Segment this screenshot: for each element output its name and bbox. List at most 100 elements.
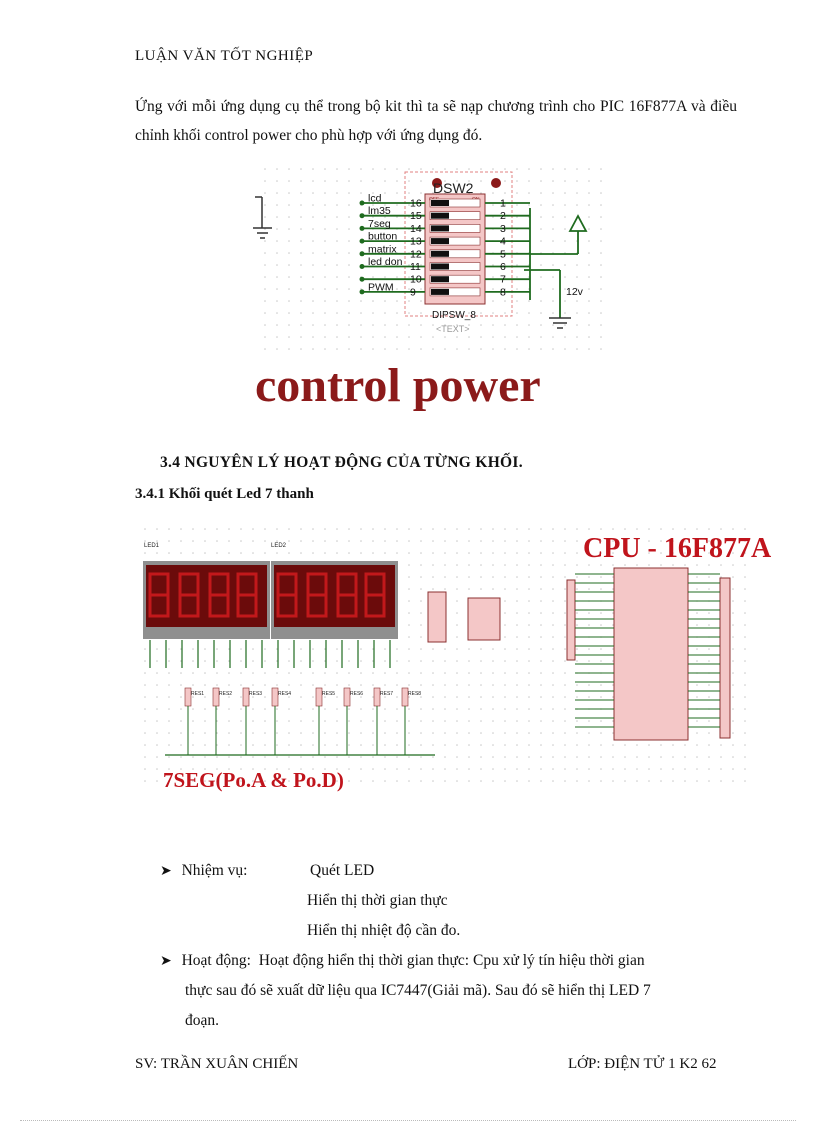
resistor-label: RES4: [278, 691, 291, 697]
resistor-label: RES8: [408, 691, 421, 697]
switch-toggle: [431, 238, 449, 245]
pin-junction: [359, 225, 365, 231]
component-outline: [404, 171, 513, 317]
pin-junction: [359, 213, 365, 219]
power-wiring: [524, 208, 588, 318]
right-pin-number: 8: [500, 286, 506, 298]
bullet-label: Hoạt động:: [181, 952, 251, 969]
resistor: [242, 687, 250, 707]
pin-junction: [359, 289, 365, 295]
cpu-connector-left: [566, 579, 576, 661]
seven-seg-digit: [276, 572, 298, 618]
switch-toggle: [431, 250, 449, 257]
switch-label: lcd: [368, 193, 382, 205]
part-label: DIPSW_8: [432, 310, 476, 321]
switch-label: 7seg: [368, 218, 391, 230]
switch-slot: [429, 287, 481, 297]
right-pin-number: 3: [500, 223, 506, 235]
resistor: [373, 687, 381, 707]
seven-seg-digit: [148, 572, 170, 618]
wires: [362, 202, 530, 293]
left-pin-number: 9: [410, 286, 416, 298]
resistor: [271, 687, 279, 707]
intro-paragraph: Ứng với mỗi ứng dụng cụ thể trong bộ kit…: [135, 98, 737, 144]
dip-switch-body: [424, 193, 486, 305]
resistor: [315, 687, 323, 707]
left-pin-number: 13: [410, 236, 422, 248]
cpu-title: CPU - 16F877A: [583, 533, 772, 564]
led1-frame: [143, 561, 270, 639]
seven-seg-digit: [306, 572, 328, 618]
switch-toggle: [431, 225, 449, 232]
switch-slot: [429, 274, 481, 284]
led1-display: [146, 565, 267, 627]
right-pin-number: 6: [500, 261, 506, 273]
switch-label: button: [368, 231, 397, 243]
switch-on-label: ON: [472, 197, 480, 203]
seven-seg-digit: [336, 572, 358, 618]
arrow-bullet-icon: ➤: [160, 954, 172, 969]
resistor: [212, 687, 220, 707]
text-placeholder: <TEXT>: [436, 324, 470, 334]
pin-junction: [359, 276, 365, 282]
left-pin-number: 15: [410, 210, 422, 222]
resistor-label: RES2: [219, 691, 232, 697]
switch-label: PWM: [368, 281, 394, 293]
left-pin-number: 16: [410, 198, 422, 210]
ground-symbol-right: [549, 317, 571, 329]
right-pin-number: 1: [500, 198, 506, 210]
resistor-label: RES7: [380, 691, 393, 697]
pin-dot-left: [432, 178, 442, 188]
seven-seg-digit: [178, 572, 200, 618]
decoder-chip: [467, 597, 501, 641]
resistor-label: RES3: [249, 691, 262, 697]
pin-dot-right: [491, 178, 501, 188]
operation-line: đoạn.: [185, 1012, 220, 1029]
right-pin-number: 2: [500, 210, 506, 222]
right-pin-number: 5: [500, 248, 506, 260]
right-pin-number: 7: [500, 274, 506, 286]
led2-label: LED2: [271, 543, 287, 549]
resistor-label: RES5: [322, 691, 335, 697]
switch-toggle: [431, 200, 449, 206]
switch-slot: [429, 262, 481, 271]
task-line: Hiển thị nhiệt độ cần đo.: [307, 922, 461, 939]
grid-background: [255, 162, 610, 357]
operation-line: thực sau đó sẽ xuất dữ liệu qua IC7447(G…: [185, 982, 651, 999]
figure2-caption: 7SEG(Po.A & Po.D): [163, 768, 344, 792]
seven-seg-digit: [236, 572, 258, 618]
left-pin-number: 11: [410, 261, 421, 273]
footer-author: SV: TRẦN XUÂN CHIẾN: [135, 1056, 299, 1072]
switch-slot: [429, 236, 481, 246]
component-name: DSW2: [433, 180, 474, 196]
switch-toggle: [431, 212, 449, 219]
resistor: [343, 687, 351, 707]
switch-label: lm35: [368, 205, 391, 217]
led1-label: LED1: [144, 543, 160, 549]
subsection-heading: 3.4.1 Khối quét Led 7 thanh: [135, 486, 314, 502]
switch-slot: [429, 249, 481, 259]
task-line: Quét LED: [310, 862, 375, 879]
resistor: [401, 687, 409, 707]
left-pin-number: 10: [410, 274, 422, 286]
pin-junction: [359, 264, 365, 269]
seven-seg-digit: [364, 572, 386, 618]
cpu-pins: [575, 573, 720, 728]
cpu-chip: [613, 567, 689, 741]
pin-junction: [359, 238, 365, 244]
page-header: LUẬN VĂN TỐT NGHIỆP: [135, 48, 314, 64]
left-pin-number: 12: [410, 248, 422, 260]
resistor: [184, 687, 192, 707]
left-pin-number: 14: [410, 223, 422, 235]
led2-display: [274, 565, 395, 627]
pin-junctions: [359, 200, 365, 295]
page-bottom-divider: [20, 1120, 796, 1121]
operation-line: Hoạt động hiển thị thời gian thực: Cpu x…: [258, 952, 645, 969]
switch-slot: [429, 224, 481, 233]
arrow-bullet-icon: ➤: [160, 864, 172, 879]
grid-background-2: [135, 520, 755, 790]
switch-slot: [429, 211, 481, 220]
pin-junction: [359, 200, 365, 206]
figure1-caption: control power: [255, 359, 541, 412]
switch-label: matrix: [368, 243, 397, 255]
